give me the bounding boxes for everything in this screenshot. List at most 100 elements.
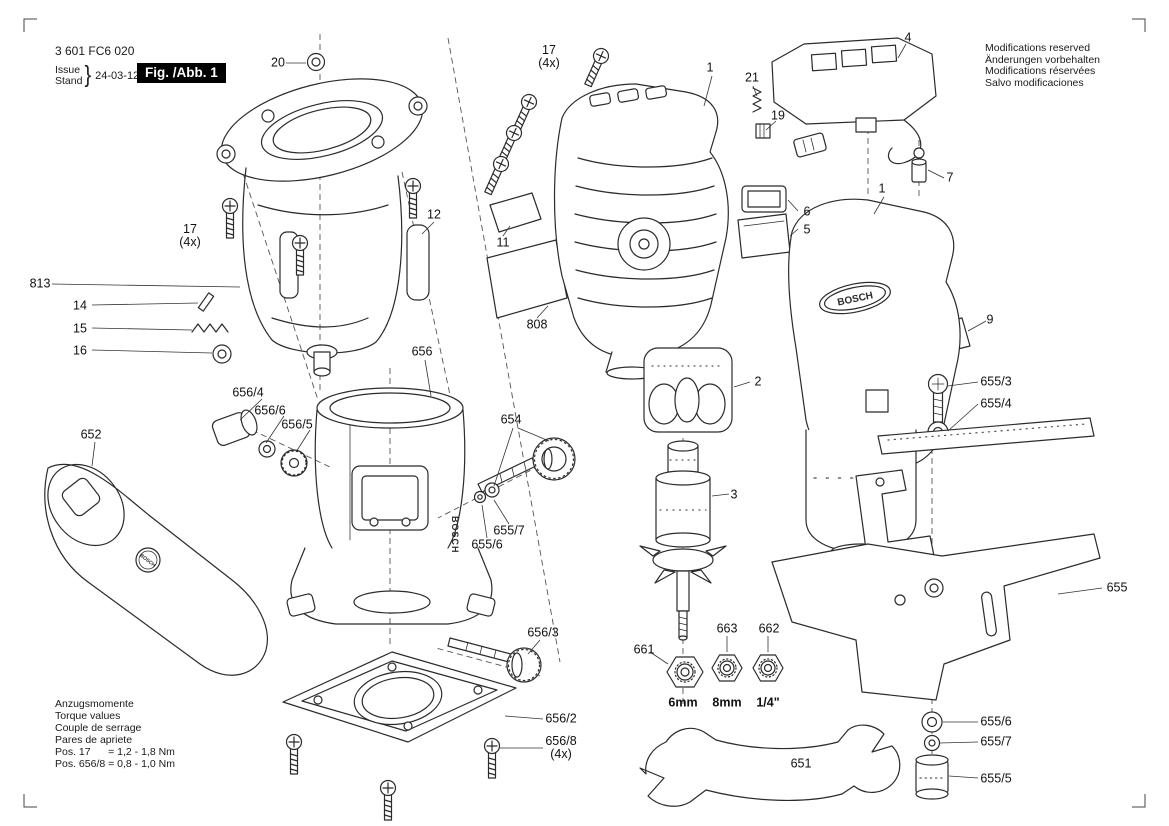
housing-half-left-1 xyxy=(553,83,729,380)
part-label-655-5: 655/5 xyxy=(980,771,1012,786)
stator-2 xyxy=(643,347,733,433)
stand-label: Stand xyxy=(55,74,83,87)
mods-line-fr: Modifications réservées xyxy=(985,65,1096,77)
collet-size-8mm: 8mm xyxy=(712,695,742,710)
collet-nut-662 xyxy=(752,654,784,682)
fixed-base-656: BOSCH xyxy=(286,387,496,625)
type-number: 3 601 FC6 020 xyxy=(55,44,135,58)
part-label-663: 663 xyxy=(716,621,738,636)
issue-date: 24-03-12 xyxy=(95,69,140,82)
part-label-17-top: 17 (4x) xyxy=(538,43,560,70)
clamp-knob-656-3 xyxy=(447,637,542,683)
collet-nut-663 xyxy=(711,654,743,682)
drawing-header: 3 601 FC6 020 Issue Stand } 24-03-12 xyxy=(55,44,140,88)
part-label-808: 808 xyxy=(526,317,548,332)
part-label-652: 652 xyxy=(80,427,102,442)
nut-16 xyxy=(212,344,232,364)
part-label-655-3: 655/3 xyxy=(980,374,1012,389)
part-label-7: 7 xyxy=(946,170,954,185)
part-label-15: 15 xyxy=(73,321,87,336)
collet-size-quarter-inch: 1/4" xyxy=(756,695,780,710)
part-label-655-6-mid: 655/6 xyxy=(471,537,503,552)
block-19 xyxy=(755,123,771,139)
part-label-655-7-mid: 655/7 xyxy=(493,523,525,538)
label-plate-808 xyxy=(486,239,568,319)
armature-3 xyxy=(639,440,727,641)
upper-base-assembly xyxy=(216,78,428,377)
part-label-16: 16 xyxy=(73,343,87,358)
modifications-notice: Modifications reserved Änderungen vorbeh… xyxy=(985,42,1101,89)
part-label-3: 3 xyxy=(730,487,738,502)
part-label-655-7-bot: 655/7 xyxy=(980,734,1012,749)
depth-knob-654 xyxy=(473,437,576,504)
plate-5 xyxy=(737,213,791,259)
part-label-11: 11 xyxy=(496,235,510,250)
part-label-656-3: 656/3 xyxy=(527,625,559,640)
wrench-651 xyxy=(639,724,901,807)
part-7 xyxy=(911,147,927,183)
brace-glyph: } xyxy=(84,62,92,88)
washer-655-7-bottom xyxy=(923,734,941,752)
collet-size-6mm: 6mm xyxy=(668,695,698,710)
spring-15 xyxy=(191,323,229,333)
guide-plate-655 xyxy=(771,533,1101,701)
label-plate-11 xyxy=(489,192,542,233)
part-label-656-2: 656/2 xyxy=(545,711,577,726)
part-label-656-6: 656/6 xyxy=(254,403,286,418)
part-label-2: 2 xyxy=(754,374,762,389)
part-label-656-5: 656/5 xyxy=(281,417,313,432)
torque-note: Anzugsmomente Torque values Couple de se… xyxy=(55,698,175,770)
leader-lines xyxy=(51,43,1103,779)
part-label-14: 14 xyxy=(73,298,87,313)
spring-21 xyxy=(752,87,762,113)
switch-module-4 xyxy=(771,37,937,165)
part-label-662: 662 xyxy=(758,621,780,636)
grip-652: BOSCH xyxy=(44,463,268,676)
washer-656-6 xyxy=(258,440,276,458)
part-label-20: 20 xyxy=(271,55,285,70)
mods-line-en: Modifications reserved xyxy=(985,42,1091,54)
part-label-661: 661 xyxy=(633,642,655,657)
plate-12 xyxy=(406,224,430,301)
figure-label-box: Fig. /Abb. 1 xyxy=(137,63,226,83)
guide-ruler-bar xyxy=(877,417,1095,455)
part-label-655-4: 655/4 xyxy=(980,396,1012,411)
part-label-656-8: 656/8 (4x) xyxy=(545,734,577,761)
part-label-1-right: 1 xyxy=(878,181,886,196)
washer-655-6-bottom xyxy=(921,711,943,733)
pin-14 xyxy=(197,292,215,312)
torque-line-fr: Couple de serrage xyxy=(55,722,142,734)
part-label-21: 21 xyxy=(745,70,759,85)
part-label-19: 19 xyxy=(771,108,785,123)
torque-value-pos17: Pos. 17 = 1,2 - 1,8 Nm xyxy=(55,746,175,758)
part-label-6: 6 xyxy=(803,204,811,219)
part-label-4: 4 xyxy=(904,30,912,45)
part-label-656-4: 656/4 xyxy=(232,385,264,400)
torque-line-en: Torque values xyxy=(55,710,121,722)
part-label-655-6-bot: 655/6 xyxy=(980,714,1012,729)
screws-656-8 xyxy=(285,733,501,821)
part-label-813: 813 xyxy=(29,276,51,291)
part-label-654: 654 xyxy=(500,412,522,427)
base-plate-656-2 xyxy=(282,651,517,743)
collet-nut-661 xyxy=(666,656,704,688)
part-label-17-left: 17 (4x) xyxy=(179,222,201,249)
part-label-5: 5 xyxy=(803,222,811,237)
screws-17-left xyxy=(221,177,422,276)
mods-line-de: Änderungen vorbehalten xyxy=(985,53,1101,66)
gear-656-5 xyxy=(280,449,308,477)
issue-label: Issue xyxy=(55,63,81,76)
knob-655-5 xyxy=(915,754,949,800)
part-label-655: 655 xyxy=(1106,580,1128,595)
bosch-logo-base: BOSCH xyxy=(450,516,460,554)
screw-20 xyxy=(306,52,326,72)
part-label-12: 12 xyxy=(427,207,441,222)
part-label-651: 651 xyxy=(790,756,812,771)
torque-line-de: Anzugsmomente xyxy=(55,698,134,710)
torque-line-es: Pares de apriete xyxy=(55,734,133,746)
knob-656-4 xyxy=(211,409,258,446)
slider-6 xyxy=(741,185,787,213)
part-label-656: 656 xyxy=(411,344,433,359)
